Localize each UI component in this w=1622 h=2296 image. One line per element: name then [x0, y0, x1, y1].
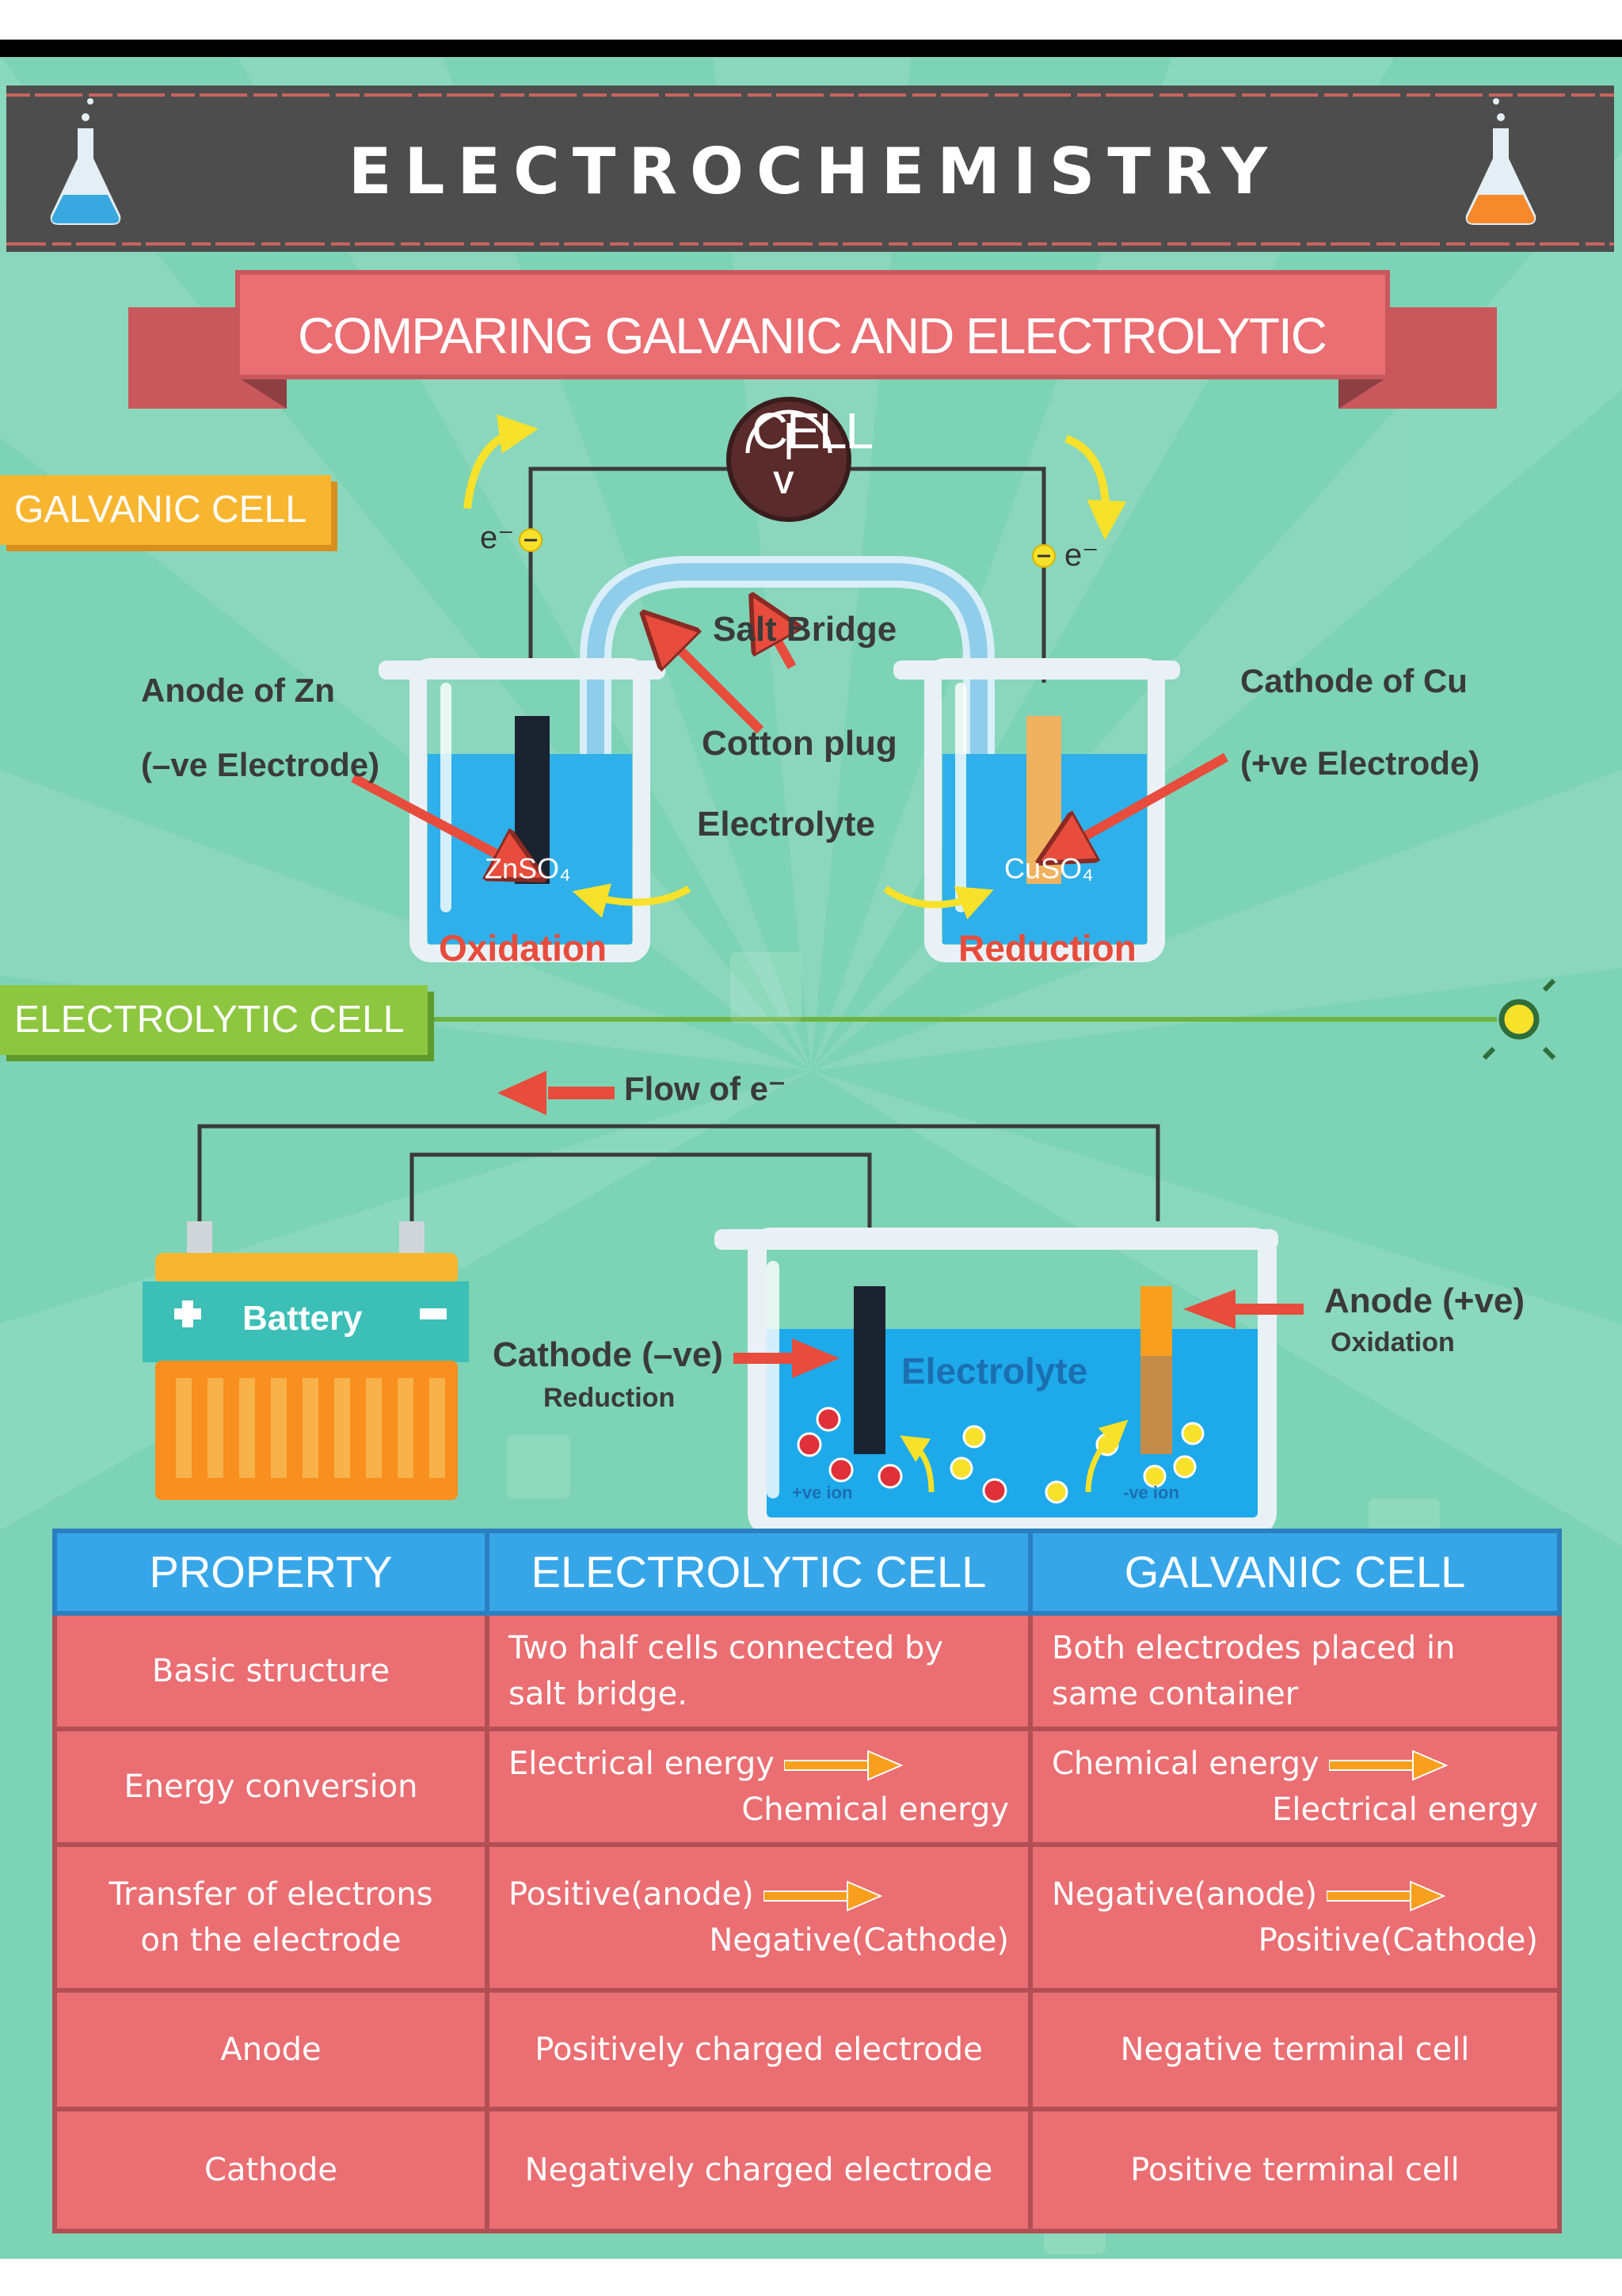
row-electrolytic: Negatively charged electrode — [485, 2107, 1033, 2233]
row-property: Energy conversion — [52, 1727, 489, 1847]
comparison-table: PROPERTY ELECTROLYTIC CELL GALVANIC CELL… — [52, 1529, 1562, 2233]
poster-artwork — [0, 57, 1622, 2254]
anode-zn-sublabel: (–ve Electrode) — [141, 746, 380, 783]
transfer-to: Positive(Cathode) — [1258, 1922, 1538, 1959]
row-galvanic: Chemical energy Electrical energy — [1028, 1727, 1562, 1847]
cathode-cu-sublabel: (+ve Electrode) — [1240, 744, 1480, 782]
conversion-to: Electrical energy — [1272, 1791, 1538, 1828]
electron-flow-label: Flow of e⁻ — [624, 1070, 786, 1107]
galvanic-cell-tab: GALVANIC CELL — [0, 475, 331, 545]
negative-ion-label: -ve ion — [1123, 1483, 1179, 1502]
cathode-label: Cathode (–ve) — [493, 1335, 723, 1374]
row-electrolytic: Positively charged electrode — [485, 1988, 1033, 2111]
conversion-from: Chemical energy — [1052, 1741, 1538, 1787]
transfer-from: Positive(anode) — [508, 1871, 1009, 1917]
page-title: ELECTROCHEMISTRY — [348, 135, 1281, 208]
bottom-margin — [0, 2259, 1622, 2296]
header-galvanic: GALVANIC CELL — [1028, 1529, 1562, 1616]
flask-icon — [50, 98, 121, 225]
electron-label-right: e⁻ — [1064, 538, 1099, 573]
row-property: Cathode — [52, 2107, 489, 2233]
conversion-from: Electrical energy — [508, 1741, 1009, 1787]
header-electrolytic: ELECTROLYTIC CELL — [485, 1529, 1033, 1616]
arrow-icon — [783, 1750, 903, 1781]
left-solution-label: ZnSO₄ — [485, 852, 571, 885]
anode-label: Anode (+ve) — [1324, 1281, 1525, 1320]
conversion-from-text: Chemical energy — [1052, 1746, 1319, 1782]
galvanic-cell-diagram — [351, 397, 1228, 962]
page-subtitle: COMPARING GALVANIC AND ELECTROLYTIC CELL — [298, 307, 1327, 459]
salt-bridge-label: Salt Bridge — [713, 610, 897, 649]
electrolytic-cell-tab: ELECTROLYTIC CELL — [0, 985, 428, 1055]
cotton-plug-label: Cotton plug — [702, 724, 897, 763]
arrow-icon — [1328, 1750, 1448, 1781]
cathode-reduction-label: Reduction — [543, 1383, 676, 1413]
electrolyte-label: Electrolyte — [697, 805, 875, 843]
subtitle-ribbon — [128, 270, 1497, 409]
table-row: Basic structure Two half cells connected… — [52, 1611, 1562, 1731]
row-electrolytic: Electrical energy Chemical energy — [485, 1727, 1033, 1847]
transfer-from-text: Positive(anode) — [508, 1876, 754, 1913]
top-black-bar — [0, 40, 1622, 57]
row-electrolytic: Two half cells connected by salt bridge. — [485, 1611, 1033, 1731]
row-galvanic: Positive terminal cell — [1028, 2107, 1562, 2233]
header-property: PROPERTY — [52, 1529, 489, 1616]
row-galvanic: Negative(anode) Positive(Cathode) — [1028, 1842, 1562, 1993]
transfer-from: Negative(anode) — [1052, 1871, 1538, 1917]
positive-ion-label: +ve ion — [792, 1483, 853, 1502]
table-row: Energy conversion Electrical energy Chem… — [52, 1727, 1562, 1847]
conversion-from-text: Electrical energy — [508, 1746, 775, 1782]
table-row: Transfer of electrons on the electrode P… — [52, 1842, 1562, 1993]
row-galvanic: Both electrodes placed in same container — [1028, 1611, 1562, 1731]
transfer-to: Negative(Cathode) — [709, 1922, 1009, 1959]
arrow-icon — [763, 1880, 882, 1912]
table-row: Anode Positively charged electrode Negat… — [52, 1988, 1562, 2111]
beaker-electrolyte-label: Electrolyte — [901, 1350, 1088, 1392]
section-divider — [428, 978, 1556, 1060]
property-line: on the electrode — [140, 1922, 402, 1959]
infographic-poster: ELECTROCHEMISTRY COMPARING GALVANIC AND … — [0, 57, 1622, 2259]
table-row: Cathode Negatively charged electrode Pos… — [52, 2107, 1562, 2233]
row-galvanic: Negative terminal cell — [1028, 1988, 1562, 2111]
row-electrolytic: Positive(anode) Negative(Cathode) — [485, 1842, 1033, 1993]
electrolytic-cell-tab-label: ELECTROLYTIC CELL — [14, 999, 405, 1041]
row-property: Transfer of electrons on the electrode — [52, 1842, 489, 1993]
electrolytic-cell-diagram — [143, 1071, 1304, 1536]
conversion-to: Chemical energy — [741, 1791, 1009, 1828]
row-property: Basic structure — [52, 1611, 489, 1731]
voltmeter-label: V — [773, 466, 794, 501]
right-solution-label: CuSO₄ — [1004, 852, 1094, 885]
reduction-label: Reduction — [958, 927, 1137, 969]
galvanic-cell-tab-label: GALVANIC CELL — [14, 489, 307, 531]
arrow-icon — [1327, 1880, 1446, 1912]
row-property: Anode — [52, 1988, 489, 2111]
property-line: Transfer of electrons — [109, 1876, 433, 1913]
battery-label: Battery — [242, 1299, 363, 1338]
electron-label-left: e⁻ — [480, 520, 515, 555]
anode-zn-label: Anode of Zn — [141, 672, 335, 709]
title-banner — [6, 86, 1614, 252]
oxidation-label: Oxidation — [439, 927, 607, 969]
cathode-cu-label: Cathode of Cu — [1240, 662, 1468, 699]
anode-oxidation-label: Oxidation — [1331, 1327, 1455, 1357]
flask-icon — [1465, 98, 1536, 225]
table-header-row: PROPERTY ELECTROLYTIC CELL GALVANIC CELL — [52, 1529, 1562, 1616]
transfer-from-text: Negative(anode) — [1052, 1876, 1318, 1913]
